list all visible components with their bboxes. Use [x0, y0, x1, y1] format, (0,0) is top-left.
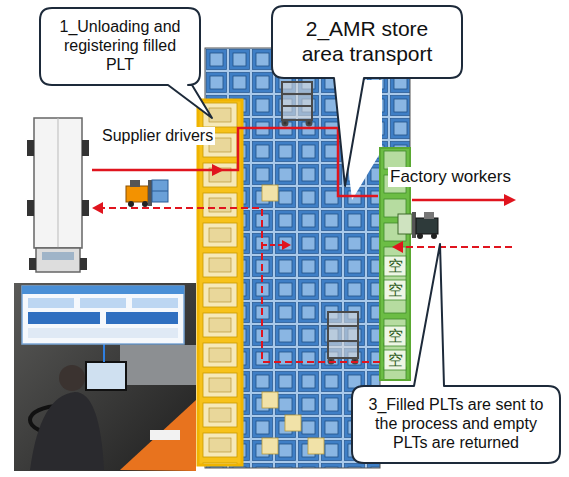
outbound-column-part [384, 350, 406, 370]
flow-arrows-part [402, 246, 512, 248]
operator-photo-part [14, 283, 196, 471]
callout-bubble: 2_AMR store area transport [272, 6, 462, 78]
operator-photo-part [150, 430, 180, 440]
inbound-column [198, 100, 242, 465]
operator-photo-part [28, 328, 178, 338]
callout-text-group: 2_AMR store area transport [292, 17, 442, 67]
callout-text-group: 3_Filled PLTs are sent to the process an… [358, 396, 554, 453]
truck-part [27, 140, 34, 156]
empty-pallet-mark: 空 [388, 327, 403, 344]
store-area-part [262, 392, 278, 408]
bubble-outline-path [272, 6, 462, 186]
operator-photo-part [59, 365, 85, 391]
flow-arrows-part [102, 208, 380, 362]
operator-photo-part [103, 344, 105, 362]
truck-part [36, 248, 80, 272]
store-area-part [262, 185, 278, 201]
outbound-column-part [384, 326, 406, 346]
forklift [398, 212, 438, 239]
callout-text: 2_AMR store area transport [292, 17, 442, 67]
empty-pallet-mark: 空 [388, 281, 403, 298]
amr-cart-part [307, 121, 312, 126]
operator-photo-part [30, 392, 104, 470]
forklift-part [130, 180, 140, 187]
flow-arrows-part [92, 202, 103, 214]
operator-photo-part [28, 298, 74, 308]
amr-cart-part [328, 325, 358, 327]
store-area-part [308, 438, 324, 454]
amr-cart-part [282, 105, 312, 107]
actor-label: Supplier drivers [100, 127, 215, 145]
flow-arrows-part [282, 240, 291, 250]
truck-part [29, 258, 36, 270]
actor-label: Factory workers [388, 167, 513, 187]
truck-part [42, 252, 74, 260]
callout-bubble: 3_Filled PLTs are sent to the process an… [352, 386, 560, 463]
flow-arrows-part [504, 194, 516, 206]
operator-photo [14, 283, 196, 471]
flow-arrows-part [92, 128, 378, 196]
truck-part [82, 140, 89, 156]
flow-arrows-part [262, 244, 282, 246]
forklift-part [148, 180, 152, 206]
store-area-part [285, 415, 301, 431]
bubble-outline-path [40, 8, 212, 118]
callout-text: 3_Filled PLTs are sent to the process an… [358, 396, 554, 453]
flow-arrows [92, 128, 516, 362]
operator-photo-part [86, 362, 126, 390]
amr-cart-part [283, 121, 288, 126]
forklift-part [126, 186, 148, 202]
operator-photo-part [80, 298, 126, 308]
truck-part [80, 258, 87, 270]
forklift-part [152, 180, 168, 202]
operator-photo-part [22, 286, 184, 294]
flow-arrows-part [212, 164, 224, 176]
flow-arrows-part [392, 241, 403, 253]
amr-cart-part [328, 312, 358, 358]
amr-cart-part [328, 340, 358, 342]
forklift-part [398, 214, 412, 234]
operator-photo-part [28, 312, 100, 324]
operator-photo-part [120, 400, 196, 471]
operator-photo-part [132, 298, 178, 308]
truck-part [34, 118, 82, 248]
empty-pallet-mark: 空 [388, 351, 403, 368]
truck [27, 118, 89, 272]
store-area-part [262, 438, 278, 454]
forklift-part [417, 233, 423, 239]
inbound-column-part [198, 100, 242, 465]
forklift-part [142, 201, 148, 207]
forklift-part [412, 212, 416, 238]
operator-photo-part [106, 312, 178, 324]
forklift-part [152, 191, 168, 192]
callout-text-group: 1_Unloading and registering filled PLT [48, 18, 192, 75]
forklift-part [416, 218, 438, 234]
amr-cart-part [282, 93, 312, 95]
truck-part [58, 118, 59, 248]
outbound-column-part [384, 256, 406, 276]
operator-photo-part [22, 286, 184, 344]
outbound-column-part [384, 280, 406, 300]
amr-cart [328, 312, 358, 364]
forklift-part [431, 233, 437, 239]
bubble-outline-path [352, 244, 560, 463]
forklift-part [424, 212, 434, 219]
callout-bubble: 1_Unloading and registering filled PLT [40, 8, 200, 85]
empty-pallet-mark: 空 [388, 257, 403, 274]
truck-part [82, 200, 89, 216]
forklift-part [128, 201, 134, 207]
callout-text: 1_Unloading and registering filled PLT [48, 18, 192, 75]
truck-part [27, 200, 34, 216]
operator-photo-part [120, 345, 196, 385]
flow-arrows-part [412, 199, 505, 202]
amr-cart [282, 82, 312, 126]
amr-cart-part [282, 82, 312, 120]
forklift [126, 180, 168, 207]
